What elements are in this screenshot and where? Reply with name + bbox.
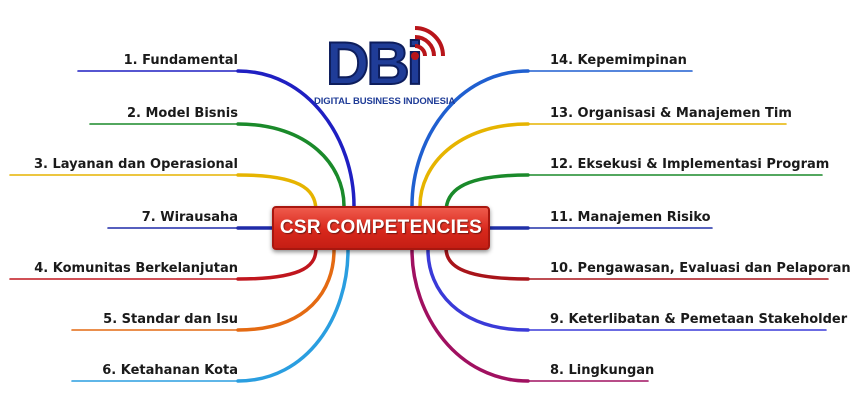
- central-topic-node: CSR COMPETENCIES: [272, 206, 490, 250]
- branch-curve: [418, 122, 530, 208]
- branch-curve: [236, 246, 318, 281]
- branch-curve: [236, 248, 350, 383]
- branch-label-right: 11. Manajemen Risiko: [550, 210, 711, 225]
- dbi-logo: DBi DIGITAL BUSINESS INDONESIA: [296, 26, 466, 108]
- branch-label-right: 9. Keterlibatan & Pemetaan Stakeholder: [550, 312, 848, 327]
- branch-label-left: 6. Ketahanan Kota: [102, 363, 238, 378]
- logo-tagline: DIGITAL BUSINESS INDONESIA: [314, 96, 456, 107]
- branch-curve: [236, 122, 346, 208]
- branch-label-right: 12. Eksekusi & Implementasi Program: [550, 157, 830, 172]
- branch-curve: [444, 246, 530, 281]
- central-topic-label: CSR COMPETENCIES: [279, 217, 483, 238]
- branch-label-left: 2. Model Bisnis: [126, 106, 238, 121]
- branch-label-right: 14. Kepemimpinan: [550, 53, 687, 68]
- branch-curve: [426, 248, 530, 332]
- branch-label-left: 5. Standar dan Isu: [103, 312, 238, 327]
- branch-curve: [236, 69, 356, 208]
- branch-label-right: 10. Pengawasan, Evaluasi dan Pelaporan: [550, 261, 851, 276]
- logo-letters: DBi: [325, 30, 424, 97]
- branch-curve: [236, 248, 336, 332]
- branch-label-left: 3. Layanan dan Operasional: [33, 157, 238, 172]
- branch-label-left: 1. Fundamental: [123, 53, 238, 68]
- branch-curve: [410, 248, 530, 383]
- branch-label-right: 13. Organisasi & Manajemen Tim: [550, 106, 792, 121]
- wifi-signal-icon: [411, 26, 445, 60]
- branch-label-right: 8. Lingkungan: [550, 363, 655, 378]
- branch-curve: [410, 69, 530, 208]
- branch-label-left: 4. Komunitas Berkelanjutan: [34, 261, 238, 276]
- branch-label-left: 7. Wirausaha: [141, 210, 238, 225]
